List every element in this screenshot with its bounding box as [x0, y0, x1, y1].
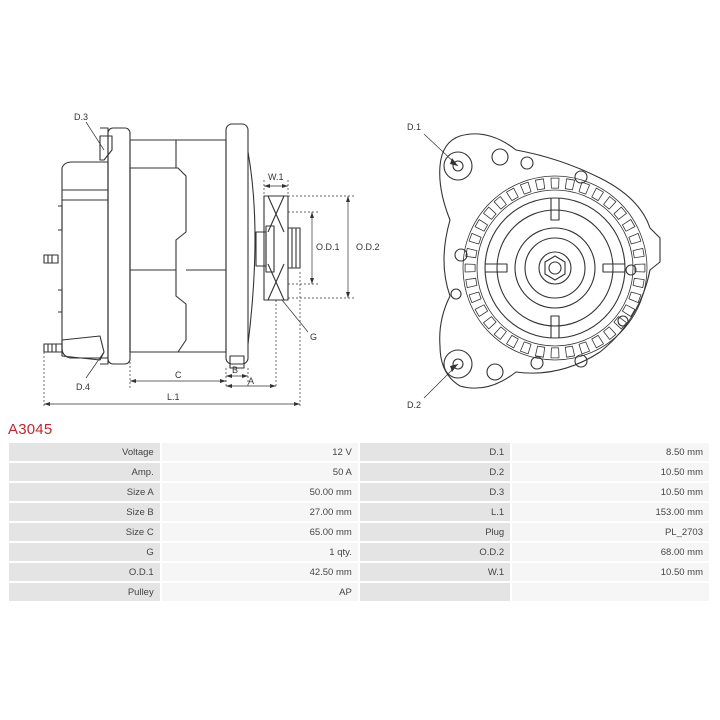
label-d4: D.4 [76, 382, 90, 392]
label-c: C [175, 370, 182, 380]
fan-slot [535, 178, 546, 191]
spec-label: Amp. [9, 463, 160, 481]
spec-value: PL_2703 [512, 523, 709, 541]
fan-slot [603, 196, 617, 210]
fan-slot [520, 341, 532, 355]
part-number-title: A3045 [8, 421, 53, 438]
spec-value: 50.00 mm [161, 483, 358, 501]
spec-label: D.1 [359, 443, 511, 461]
label-g: G [310, 332, 317, 342]
spec-value: 27.00 mm [161, 503, 358, 521]
fan-slot [622, 304, 636, 317]
alternator-drawing-svg: D.3 D.4 W.1 O.D.1 O.D.2 G C B A L.1 D.1 … [43, 112, 661, 410]
fan-slot [535, 345, 546, 358]
fan-slot [564, 178, 575, 191]
spec-label [359, 583, 511, 601]
label-d3: D.3 [74, 112, 88, 122]
fan-slot [483, 316, 497, 330]
spec-value: 65.00 mm [161, 523, 358, 541]
fan-slot [632, 277, 645, 289]
fan-slot [591, 187, 604, 202]
spec-label: D.3 [359, 483, 511, 501]
label-w1: W.1 [268, 172, 284, 182]
fan-slot [493, 326, 507, 340]
label-b: B [232, 365, 238, 375]
fan-slot [628, 232, 642, 245]
spec-value: 153.00 mm [512, 503, 709, 521]
spec-value: 42.50 mm [161, 563, 358, 581]
fan-slot [506, 334, 519, 349]
fan-slot [628, 291, 642, 304]
fan-slot [465, 247, 478, 259]
spec-value: 1 qty. [161, 543, 358, 561]
fan-slot [474, 219, 489, 232]
fan-slot [613, 316, 627, 330]
fan-slot [632, 247, 645, 259]
spec-label: Size A [9, 483, 160, 501]
fan-slot [578, 341, 590, 355]
label-a: A [248, 376, 254, 386]
spec-value: 10.50 mm [512, 563, 709, 581]
dimension-arrows [44, 158, 458, 406]
spec-label: Size C [9, 523, 160, 541]
technical-drawing: D.3 D.4 W.1 O.D.1 O.D.2 G C B A L.1 D.1 … [43, 112, 661, 410]
fan-slot [591, 334, 604, 349]
label-d2: D.2 [407, 400, 421, 410]
fan-slot [622, 219, 636, 232]
fan-slot [550, 347, 560, 359]
spec-value: 10.50 mm [512, 483, 709, 501]
fan-slot [465, 277, 478, 289]
spec-value: 68.00 mm [512, 543, 709, 561]
fan-slot [578, 181, 590, 195]
spec-value: 10.50 mm [512, 463, 709, 481]
spec-label: O.D.1 [9, 563, 160, 581]
spec-value: 12 V [161, 443, 358, 461]
label-d1: D.1 [407, 122, 421, 132]
spec-label: Size B [9, 503, 160, 521]
label-l1: L.1 [167, 392, 180, 402]
spec-label: L.1 [359, 503, 511, 521]
fan-slot [506, 187, 519, 202]
fan-slot [520, 181, 532, 195]
fan-slot [468, 291, 482, 304]
spec-label: O.D.2 [359, 543, 511, 561]
label-od2: O.D.2 [356, 242, 380, 252]
fan-slot [468, 232, 482, 245]
spec-value: 8.50 mm [512, 443, 709, 461]
fan-slot [493, 196, 507, 210]
fan-slot [564, 345, 575, 358]
spec-label: G [9, 543, 160, 561]
alternator-side-view [43, 123, 301, 369]
side-view-dimensions [43, 121, 354, 408]
spec-label: W.1 [359, 563, 511, 581]
spec-value: 50 A [161, 463, 358, 481]
spec-label: Voltage [9, 443, 160, 461]
fan-slot [603, 326, 617, 340]
fan-slot [550, 177, 560, 189]
spec-value: AP [161, 583, 358, 601]
spec-label: Pulley [9, 583, 160, 601]
spec-value [512, 583, 709, 601]
fan-slot [464, 263, 476, 273]
spec-label: Plug [359, 523, 511, 541]
alternator-front-view [423, 133, 661, 399]
fan-slot [474, 304, 489, 317]
fan-slot [613, 206, 627, 220]
fan-slot [483, 206, 497, 220]
fan-slot [634, 263, 646, 273]
label-od1: O.D.1 [316, 242, 340, 252]
spec-label: D.2 [359, 463, 511, 481]
